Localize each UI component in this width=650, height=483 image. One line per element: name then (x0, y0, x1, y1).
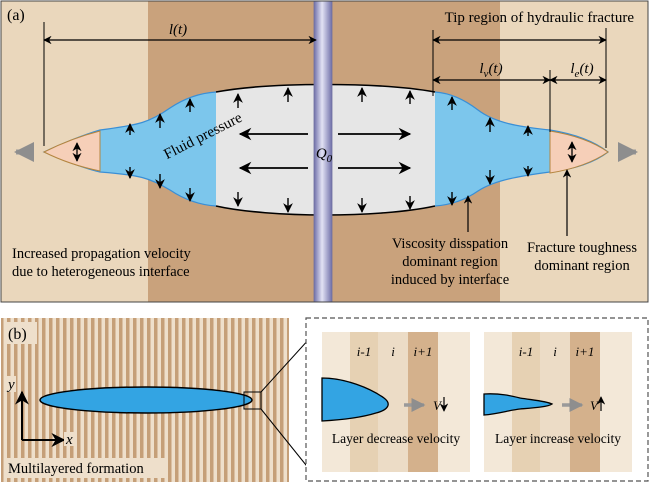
viscosity-note-line1: Viscosity disspation (392, 236, 509, 252)
layer-label: i+1 (414, 344, 433, 359)
zoom-line-top (260, 337, 311, 393)
left-tip-toughness-zone (42, 130, 101, 172)
panel-a-label: (a) (7, 7, 25, 24)
toughness-note-line2: dominant region (534, 258, 630, 274)
le-dimension-label: le(t) (570, 61, 593, 80)
panel-b-label: (b) (8, 326, 27, 343)
axis-label-bg (64, 432, 74, 446)
axis-label-bg (6, 376, 16, 392)
left-note-line2: due to heterogeneous interface (12, 264, 190, 280)
right-tip-toughness-zone (549, 130, 609, 174)
l-dimension-label: l(t) (169, 22, 187, 38)
injection-rate-label: Q0 (316, 146, 333, 165)
lv-dimension-label: lv(t) (479, 61, 502, 80)
panel-a-frame (0, 0, 649, 303)
panel-a: l(t) Tip region of hydraulic fracture lv… (1, 1, 648, 302)
label-bg (7, 322, 37, 344)
toughness-note-line1: Fracture toughness (527, 240, 637, 256)
velocity-symbol: V (433, 398, 443, 413)
inset-increase: i-1 i i+1 V Layer increase velocity (483, 332, 632, 472)
pressure-arrows (125, 87, 533, 213)
inset-decrease: i-1 i i+1 V Layer decrease velocity (321, 332, 470, 472)
layer-label: i-1 (357, 344, 371, 359)
velocity-symbol: V (590, 398, 600, 413)
x-axis-label: x (65, 432, 73, 448)
formation-caption: Multilayered formation (8, 461, 144, 477)
viscosity-note-line2: dominant region (402, 254, 498, 270)
panel-b: (b) y x Multilayered formation i-1 i i+1 (1, 317, 649, 482)
layer-label: i+1 (576, 344, 595, 359)
layer-label: i-1 (519, 344, 533, 359)
tip-region-title: Tip region of hydraulic fracture (445, 10, 635, 26)
crack-tip-sharp (483, 393, 554, 416)
caption-bg (6, 458, 168, 478)
crack-tip-blunt (321, 377, 389, 422)
zoom-box (243, 391, 262, 410)
viscosity-note-line3: induced by interface (391, 272, 509, 288)
y-axis-label: y (6, 377, 15, 393)
layer-label: i (553, 344, 557, 359)
zoom-line-bottom (260, 408, 311, 471)
inset-right-caption: Layer increase velocity (495, 431, 621, 446)
inset-left-caption: Layer decrease velocity (332, 431, 460, 446)
tip-opening-arrows (72, 141, 577, 163)
fracture-ellipse (39, 386, 253, 414)
wellbore (313, 1, 333, 302)
layer-label: i (391, 344, 395, 359)
left-note-line1: Increased propagation velocity (12, 246, 192, 262)
